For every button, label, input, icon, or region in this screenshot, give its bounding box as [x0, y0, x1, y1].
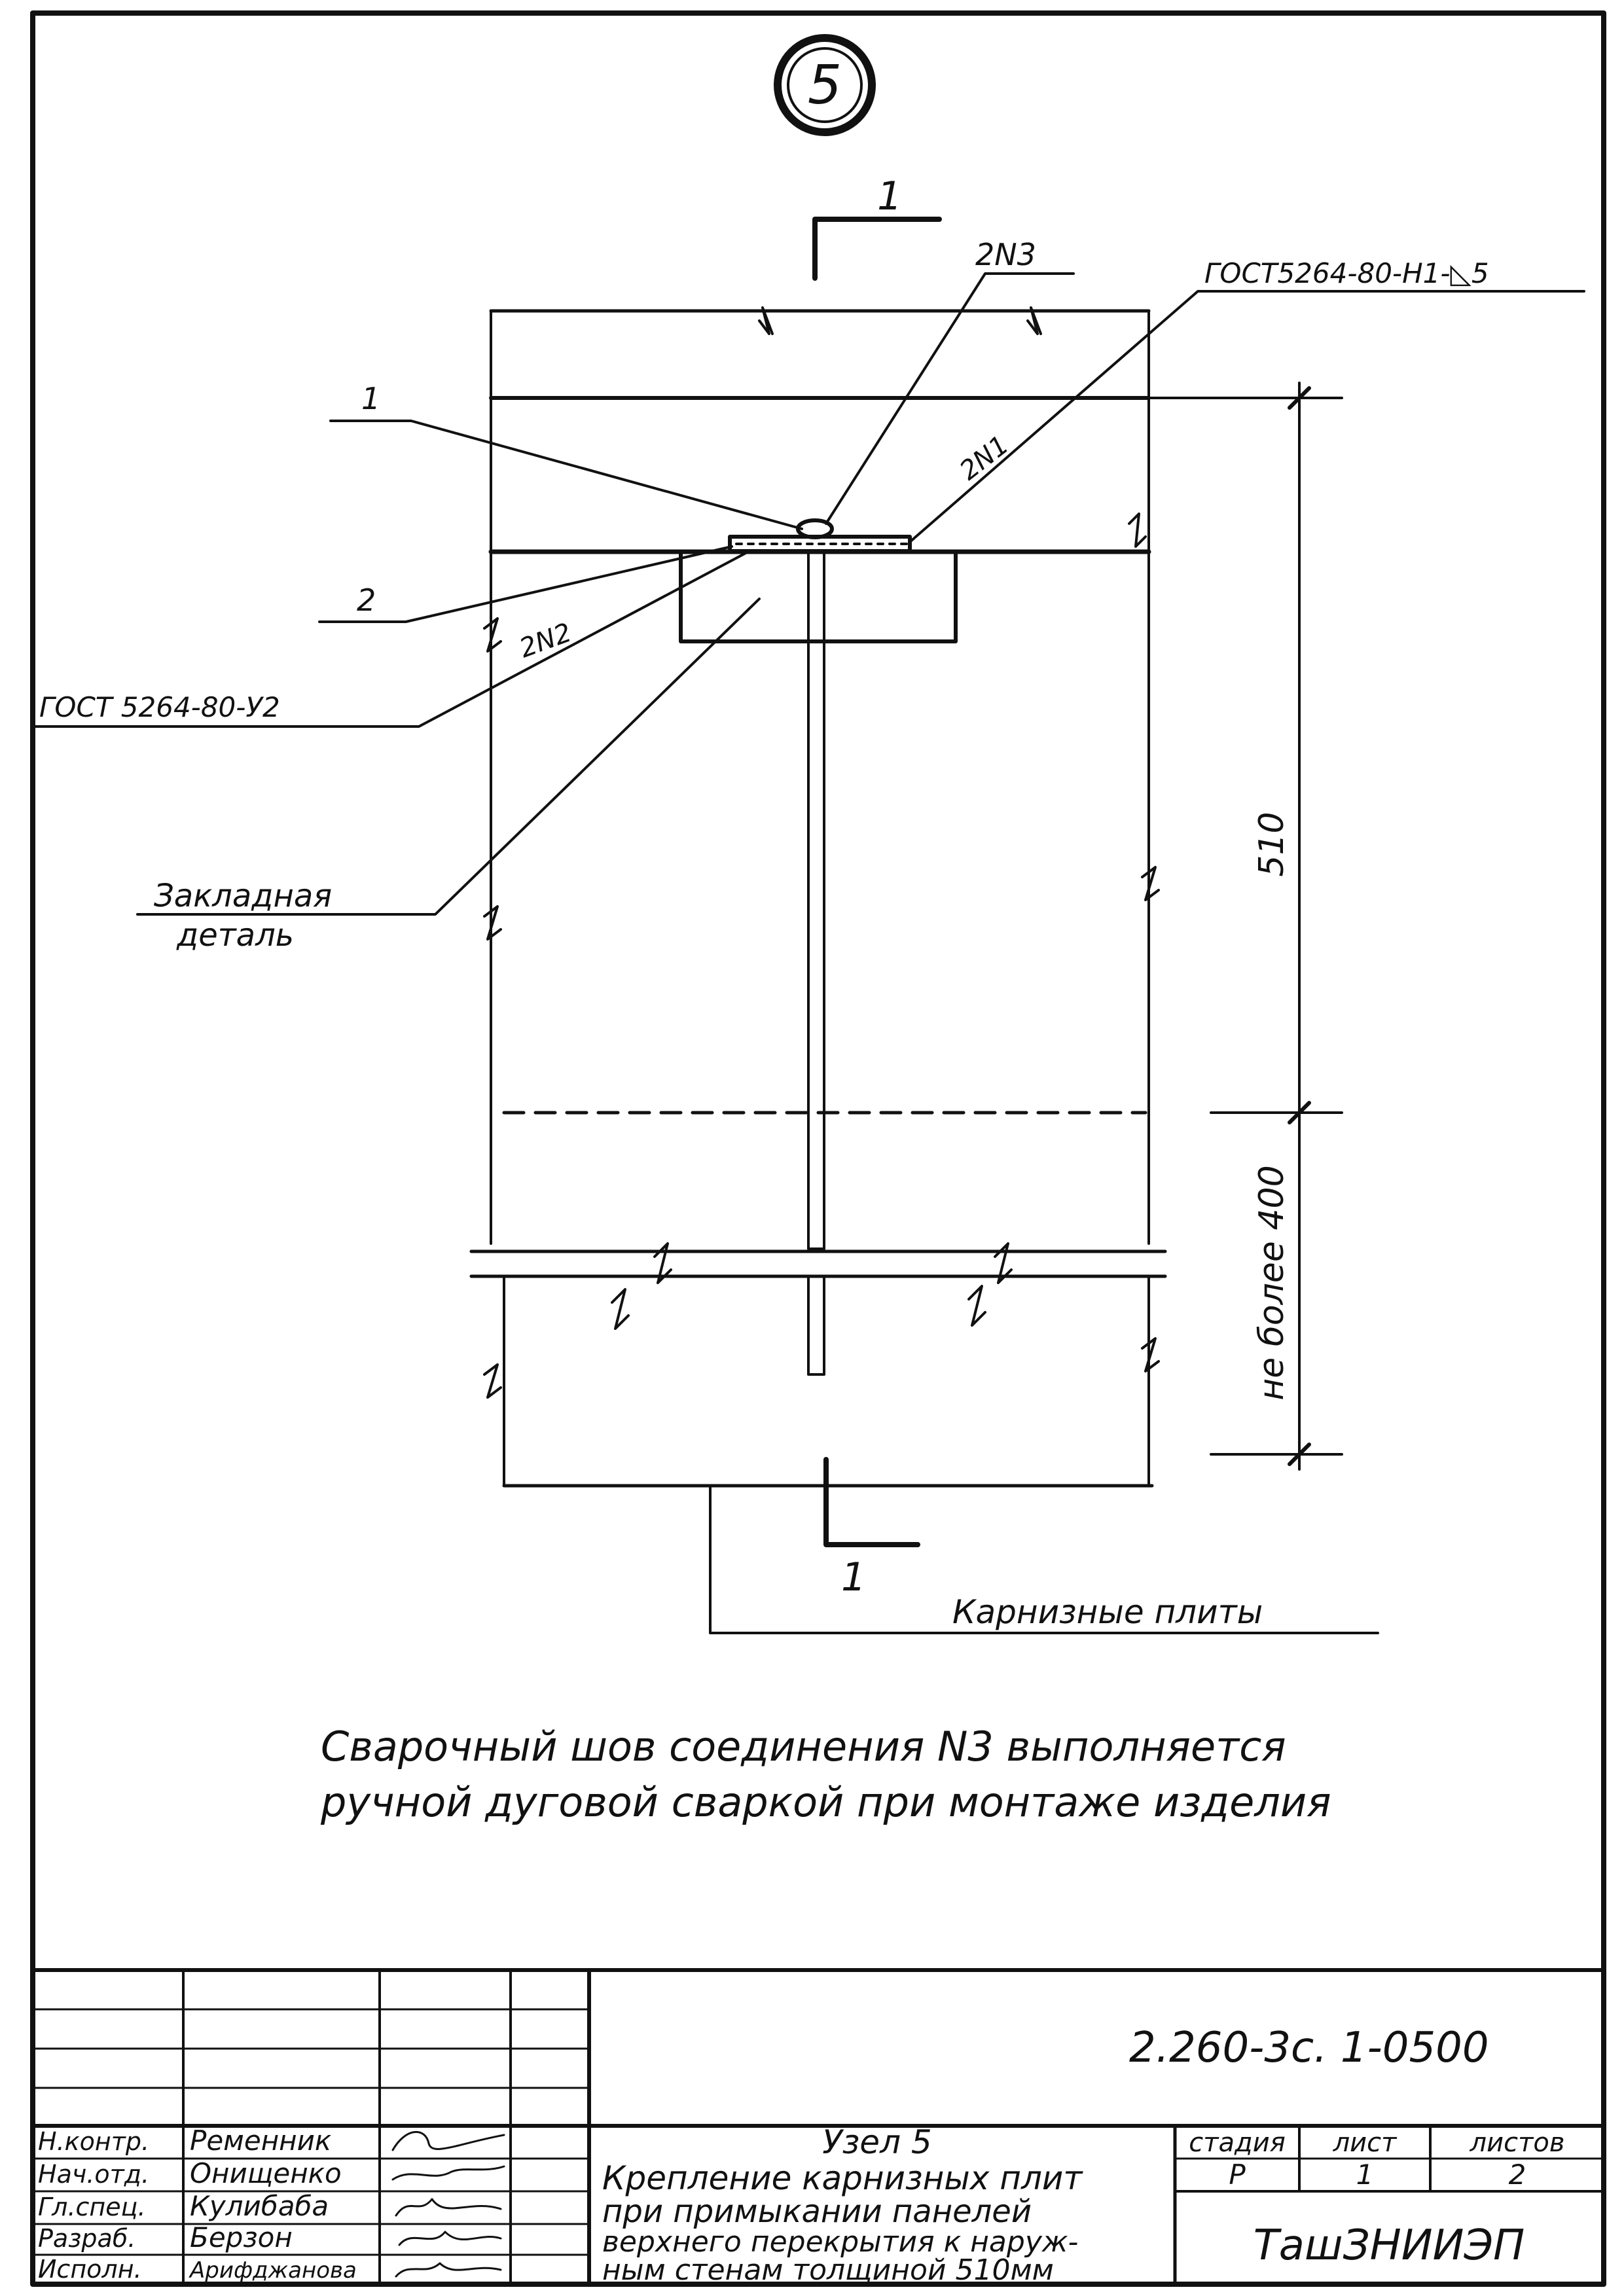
label-embedded-part-line1: Закладная — [154, 878, 332, 914]
label-embedded-part-line2: деталь — [176, 917, 294, 954]
role-3: Гл.спец. — [38, 2193, 146, 2221]
drawing-title-3: при примыкании панелей — [602, 2193, 1032, 2230]
name-2: Онищенко — [190, 2157, 342, 2189]
label-cornice-slabs: Карнизные плиты — [952, 1593, 1263, 1631]
label-weld-n2: 2N2 — [516, 618, 576, 664]
drawing-title-2: Крепление карнизных плит — [602, 2159, 1083, 2197]
section-mark-bottom-label: 1 — [841, 1554, 866, 1600]
section-mark-top: 1 — [812, 173, 942, 281]
role-1: Н.контр. — [38, 2127, 149, 2156]
label-part-2: 2 — [357, 583, 376, 618]
section-mark-bottom: 1 — [823, 1457, 920, 1600]
dimension-upper: 510 — [1252, 812, 1291, 876]
drawing-title-4: верхнего перекрытия к наруж- — [602, 2225, 1078, 2259]
title-block: 2.260-3с. 1-0500 Н.контр. Ременник Нач.о… — [31, 1968, 1606, 2287]
dimension-lines: 510 не более 400 — [1147, 382, 1343, 1471]
drawing-title-1: Узел 5 — [822, 2123, 931, 2161]
weld-note-line1: Сварочный шов соединения N3 выполняется — [321, 1723, 1286, 1770]
cornice-slab-outline — [469, 306, 1167, 1488]
label-weld-spec-left: ГОСТ 5264-80-У2 — [39, 691, 280, 723]
weld-note-line2: ручной дуговой сваркой при монтаже издел… — [320, 1778, 1331, 1826]
sheet-header: лист — [1333, 2128, 1398, 2158]
stage-value: Р — [1229, 2159, 1246, 2191]
sheets-header: листов — [1470, 2128, 1565, 2158]
role-4: Разраб. — [38, 2224, 135, 2253]
label-weld-n3: 2N3 — [975, 237, 1036, 272]
label-part-1: 1 — [361, 381, 380, 416]
label-weld-spec-top: ГОСТ5264-80-Н1-◺5 — [1204, 257, 1489, 289]
section-mark-top-label: 1 — [877, 173, 902, 219]
signature-3 — [395, 2198, 502, 2217]
weld-note: Сварочный шов соединения N3 выполняется … — [320, 1723, 1331, 1826]
organization: ТашЗНИИЭП — [1254, 2221, 1525, 2270]
signature-2 — [391, 2165, 505, 2181]
name-3: Кулибаба — [190, 2190, 329, 2222]
embedded-part — [679, 518, 958, 1376]
signature-4 — [398, 2231, 502, 2246]
sheets-value: 2 — [1509, 2159, 1526, 2191]
dimension-lower: не более 400 — [1252, 1165, 1291, 1400]
node-marker: 5 — [774, 34, 876, 136]
sheet-frame — [30, 10, 1606, 2287]
leaders: 2N3 ГОСТ5264-80-Н1-◺5 2N1 1 2 ГОСТ 5264-… — [31, 237, 1585, 1634]
name-5: Арифджанова — [189, 2257, 357, 2284]
stage-header: стадия — [1189, 2128, 1286, 2158]
name-4: Берзон — [190, 2221, 293, 2253]
sheet-value: 1 — [1356, 2159, 1374, 2191]
document-code: 2.260-3с. 1-0500 — [1129, 2024, 1489, 2072]
role-5: Исполн. — [38, 2255, 142, 2284]
signature-1 — [391, 2131, 505, 2151]
signature-5 — [395, 2262, 502, 2278]
drawing-title-5: ным стенам толщиной 510мм — [602, 2253, 1054, 2287]
node-marker-number: 5 — [808, 54, 842, 117]
name-1: Ременник — [190, 2125, 332, 2157]
role-2: Нач.отд. — [38, 2160, 149, 2189]
